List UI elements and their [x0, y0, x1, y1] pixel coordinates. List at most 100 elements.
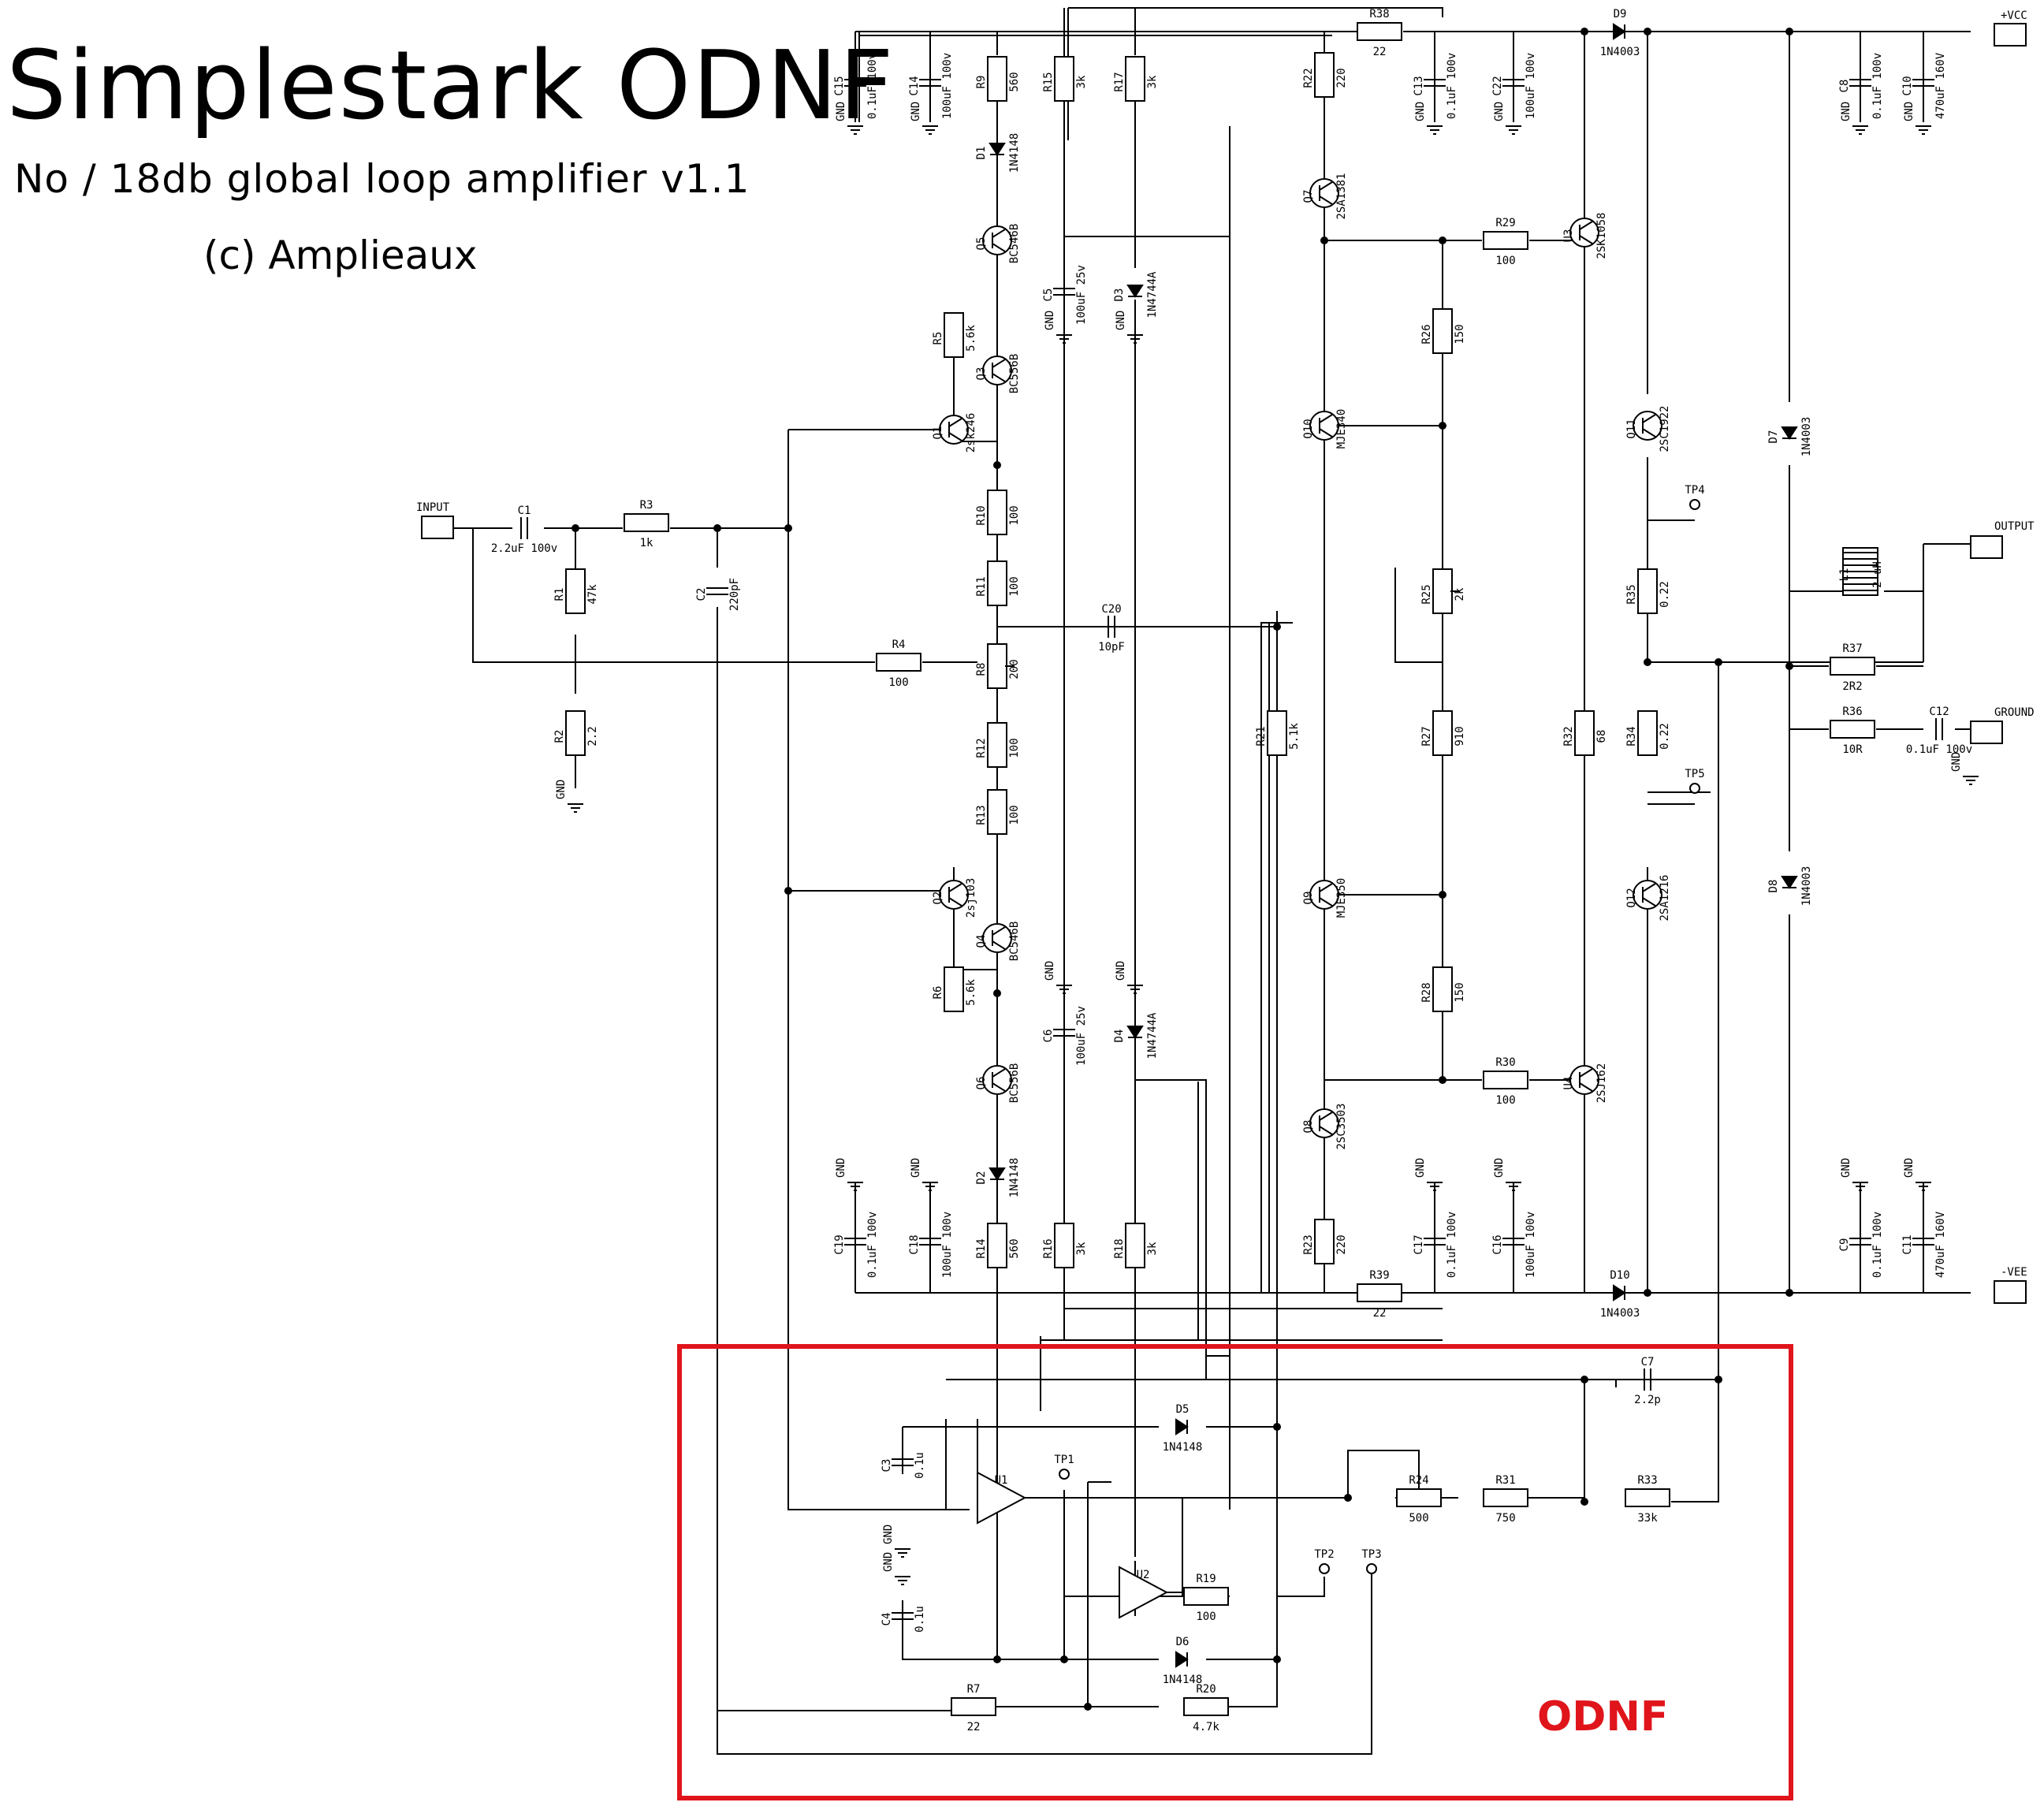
gnd-label: GND [555, 780, 568, 799]
connectors [421, 23, 2027, 1304]
r3-ref: R3 [640, 499, 653, 512]
q8-ref: Q8 [1302, 1120, 1315, 1134]
r37-value: 2R2 [1842, 680, 1862, 693]
q11-value: 2SC1922 [1659, 405, 1671, 452]
c16-symbol [1502, 1238, 1525, 1246]
r9-value: 560 [1008, 72, 1021, 91]
c5-symbol [1053, 288, 1075, 296]
d10-symbol [1613, 1284, 1626, 1301]
r30-ref: R30 [1495, 1056, 1515, 1069]
r16-symbol [1054, 1223, 1074, 1268]
r6-value: 5.6k [965, 979, 977, 1006]
tp3-label: TP3 [1361, 1548, 1381, 1561]
c10-value: 470uF 160V [1934, 52, 1947, 119]
d4-value: 1N4744A [1146, 1012, 1159, 1059]
r38-ref: R38 [1369, 8, 1389, 20]
r5-ref: R5 [932, 332, 944, 345]
r20-symbol [1183, 1697, 1229, 1716]
r7-symbol [951, 1697, 996, 1716]
q2-ref: Q2 [932, 892, 944, 905]
r38-symbol [1357, 22, 1402, 41]
d6-ref: D6 [1176, 1636, 1190, 1648]
r3-value: 1k [640, 537, 653, 549]
c13-value: 0.1uF 100v [1446, 53, 1458, 119]
r34-value: 0.22 [1659, 723, 1671, 750]
r12-symbol [987, 722, 1007, 768]
q2-symbol [939, 880, 969, 910]
gnd-label: GND [1493, 1158, 1506, 1178]
ground-symbol [1916, 125, 1931, 135]
r19-ref: R19 [1196, 1573, 1216, 1585]
gnd-label: GND [1414, 1158, 1427, 1178]
ground-symbol [1506, 125, 1521, 135]
c17-symbol [1424, 1238, 1446, 1246]
q5-symbol [982, 225, 1012, 255]
r3-symbol [624, 513, 669, 532]
r15-symbol [1054, 56, 1074, 102]
u2-symbol [1119, 1566, 1169, 1619]
c12-ref: C12 [1929, 706, 1949, 718]
q10-ref: Q10 [1302, 419, 1315, 438]
r18-ref: R18 [1113, 1238, 1126, 1258]
ground-symbol [1427, 1182, 1443, 1191]
r22-symbol [1314, 52, 1335, 98]
d1-symbol [988, 143, 1006, 156]
d10-value: 1N4003 [1600, 1307, 1640, 1320]
q9-value: MJE350 [1335, 878, 1348, 918]
gnd-label: GND [1115, 311, 1127, 330]
r27-ref: R27 [1420, 726, 1433, 746]
q9-ref: Q9 [1302, 892, 1315, 905]
gnd-label: GND [1950, 752, 1963, 772]
q8-value: 2SC3503 [1335, 1103, 1348, 1149]
output-connector-label: OUTPUT [1994, 520, 2035, 533]
r22-value: 220 [1335, 68, 1348, 88]
schematic-credit: (c) Amplieaux [203, 233, 478, 278]
ground-connector-label: GROUND [1994, 706, 2035, 719]
r39-ref: R39 [1369, 1269, 1389, 1282]
q1-ref: Q1 [932, 426, 944, 440]
q6-symbol [982, 1065, 1012, 1095]
ground-symbol [1056, 334, 1072, 344]
u4-symbol [1569, 1065, 1599, 1095]
q12-ref: Q12 [1625, 888, 1638, 907]
r32-value: 68 [1595, 730, 1608, 743]
gnd-label: GND [1044, 961, 1056, 981]
r5-symbol [944, 312, 964, 358]
tp5-label: TP5 [1685, 768, 1704, 780]
c11-value: 470uF 160V [1934, 1211, 1947, 1278]
gnd-label: GND [882, 1525, 895, 1544]
r15-value: 3k [1075, 75, 1088, 88]
r4-symbol [876, 653, 921, 672]
r21-symbol [1267, 710, 1287, 756]
r28-value: 150 [1454, 982, 1466, 1002]
r8-ref: R8 [975, 663, 988, 676]
d8-ref: D8 [1767, 880, 1780, 893]
q10-symbol [1309, 411, 1339, 441]
d7-value: 1N4003 [1800, 417, 1813, 457]
c4-ref: C4 [881, 1613, 893, 1626]
r17-symbol [1125, 56, 1145, 102]
d2-symbol [988, 1167, 1006, 1181]
r23-symbol [1314, 1219, 1335, 1264]
c2-value: 220pF [728, 578, 741, 611]
odnf-label: ODNF [1537, 1693, 1668, 1741]
d5-value: 1N4148 [1163, 1441, 1203, 1454]
c8-value: 0.1uF 100v [1871, 53, 1884, 119]
c2-symbol [706, 587, 728, 595]
r11-symbol [987, 560, 1007, 606]
c12-value: 0.1uF 100v [1906, 743, 1972, 756]
r25-symbol [1432, 568, 1460, 614]
r38-value: 22 [1373, 46, 1387, 58]
u3-symbol [1569, 218, 1599, 248]
r33-value: 33k [1637, 1512, 1658, 1525]
gnd-label: GND [835, 102, 847, 121]
d5-ref: D5 [1176, 1403, 1190, 1416]
c11-ref: C11 [1901, 1234, 1914, 1254]
r1-ref: R1 [553, 588, 566, 601]
d10-ref: D10 [1610, 1269, 1629, 1282]
r11-value: 100 [1008, 576, 1021, 596]
q5-ref: Q5 [975, 237, 988, 251]
c22-symbol [1502, 79, 1525, 87]
ground-symbol [1127, 334, 1143, 344]
r26-ref: R26 [1420, 324, 1433, 344]
